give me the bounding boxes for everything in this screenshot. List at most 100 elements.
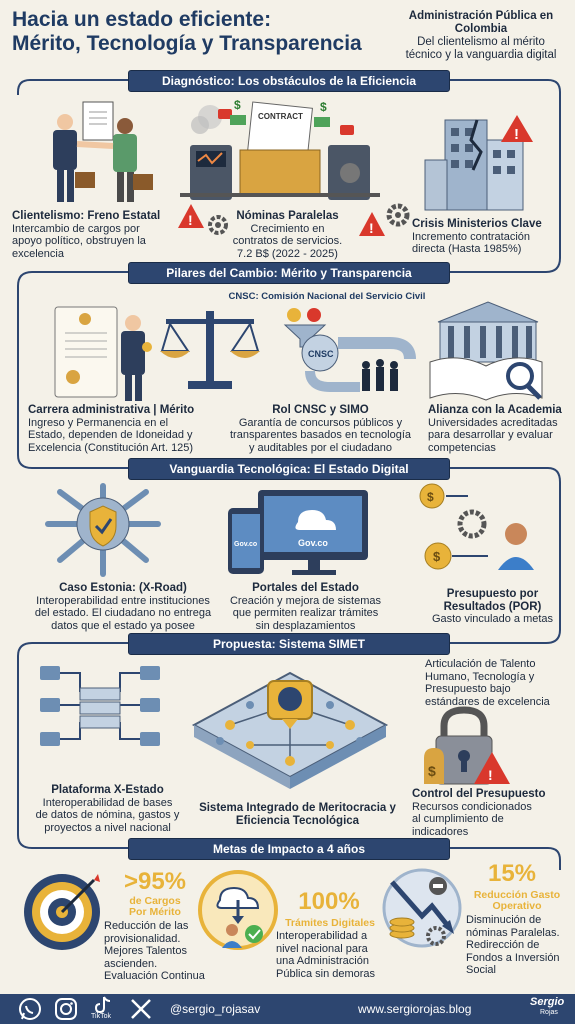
caption-title: Plataforma X-Estado — [51, 784, 164, 796]
caption-line: Articulación de Talento — [425, 658, 536, 670]
caption-line: competencias — [428, 441, 496, 454]
caption-title: Crisis Ministerios Clave — [412, 218, 542, 230]
caption-nominas: Nóminas Paralelas Crecimiento en contrat… — [205, 210, 370, 260]
warning-icon: ! — [178, 204, 204, 228]
section-band-propuesta: Propuesta: Sistema SIMET — [128, 633, 450, 655]
caption-estonia: Caso Estonia: (X-Road) Interoperabilidad… — [28, 582, 218, 632]
gov-label-monitor: Gov.co — [298, 538, 328, 548]
scale-of-justice-icon — [160, 311, 260, 389]
caption-line: 7.2 B$ (2022 - 2025) — [237, 247, 338, 260]
caption-portales: Portales del Estado Creación y mejora de… — [218, 582, 393, 632]
caption-line: Intercambio de cargos por — [12, 222, 140, 235]
caption-title: Sistema Integrado de Meritocracia y — [199, 802, 396, 814]
caption-line: al cumplimiento de — [412, 813, 504, 825]
gov-label-phone: Gov.co — [234, 541, 257, 548]
svg-text:$: $ — [320, 100, 327, 114]
gear-icon — [208, 215, 228, 235]
caption-line: Presupuesto bajo — [425, 683, 511, 695]
country-line-1: Administración Pública en — [408, 10, 554, 22]
caption-line: Interoperabilidad entre instituciones — [36, 594, 210, 607]
caption-sistema-integrado: Sistema Integrado de Meritocracia y Efic… — [195, 802, 400, 827]
caption-goal-tramites: Interoperabilidad a nivel nacional para … — [276, 930, 396, 980]
tiktok-label: TikTok — [91, 1013, 111, 1020]
caption-line: sin desplazamientos — [255, 619, 356, 632]
goal-label-line: Operativo — [492, 900, 542, 912]
tiktok-icon[interactable] — [94, 995, 114, 1014]
caption-line: Crecimiento en — [250, 222, 325, 235]
caption-title: Control del Presupuesto — [412, 788, 546, 800]
goal-label-line: Reducción Gasto — [473, 889, 561, 901]
svg-text:$: $ — [428, 763, 436, 779]
caption-line: Pública sin demoras — [276, 967, 376, 980]
caption-line: estándares de excelencia — [425, 695, 550, 708]
logo-top: Sergio — [530, 996, 565, 1008]
caption-line: Estado, dependen de Idoneidad y — [28, 429, 193, 441]
goal-value-tramites: 100% — [298, 888, 360, 915]
caption-line: Fondos a Inversión — [466, 951, 560, 964]
section-band-vanguardia: Vanguardia Tecnológica: El Estado Digita… — [128, 458, 450, 480]
server-interoperability-icon — [40, 666, 160, 746]
svg-text:!: ! — [188, 212, 193, 228]
x-twitter-icon[interactable] — [130, 998, 152, 1020]
caption-line: excelencia — [12, 247, 64, 260]
caption-line: Disminución de — [466, 914, 542, 926]
caption-line: indicadores — [412, 825, 469, 838]
header-subtitle: Administración Pública en Colombia Del c… — [392, 10, 570, 62]
cnsc-label: CNSC — [308, 349, 334, 359]
constitution-scroll-icon — [54, 306, 152, 401]
caption-crisis: Crisis Ministerios Clave Incremento cont… — [412, 218, 572, 256]
goal-label-line: de Cargos — [129, 895, 181, 907]
caption-title: Carrera administrativa | Mérito — [28, 404, 195, 416]
x-road-shield-hub-icon — [45, 483, 161, 577]
caption-line: Interoperabilidad a — [276, 930, 368, 942]
caption-line: contratos de servicios. — [232, 235, 343, 247]
footer-bar: TikTok @sergio_rojasav www.sergiorojas.b… — [0, 994, 575, 1024]
caption-line: directa (Hasta 1985%) — [412, 243, 522, 255]
caption-clientelismo: Clientelismo: Freno Estatal Intercambio … — [12, 210, 187, 260]
caption-rol-cnsc: Rol CNSC y SIMO Garantía de concursos pú… — [218, 404, 423, 454]
budget-padlock-icon: $ ! — [424, 706, 510, 785]
target-bullseye-icon — [24, 874, 100, 950]
warning-icon: ! — [359, 212, 385, 236]
goal-label-cargos: de Cargos Por Mérito — [110, 896, 200, 918]
academy-building-book-icon — [429, 301, 543, 401]
tagline-line-1: Del clientelismo al mérito — [417, 36, 545, 48]
caption-line: que permiten realizar trámites — [232, 607, 379, 619]
cnsc-banner: CNSC: Comisión Nacional del Servicio Civ… — [228, 291, 426, 302]
caption-line: Reducción de las — [104, 920, 189, 932]
payroll-machine-icon: CONTRACT $ $ — [180, 98, 380, 200]
caption-line: provisionalidad. — [104, 932, 181, 945]
whatsapp-icon[interactable] — [18, 997, 42, 1021]
cloud-download-user-icon — [198, 870, 278, 950]
social-handle[interactable]: @sergio_rojasav — [170, 1002, 261, 1016]
caption-line: Garantía de concursos públicos y — [238, 416, 403, 429]
caption-title: Portales del Estado — [252, 582, 359, 594]
caption-line: ascienden. — [104, 957, 158, 970]
caption-goal-cargos: Reducción de las provisionalidad. Mejore… — [104, 920, 219, 983]
caption-articulacion: Articulación de Talento Humano, Tecnolog… — [425, 658, 573, 708]
caption-line: Interoperabilidad de bases — [42, 796, 173, 809]
logo-bottom: Rojas — [540, 1009, 558, 1016]
caption-line: Universidades acreditadas — [428, 416, 558, 429]
section-band-diagnostico: Diagnóstico: Los obstáculos de la Eficie… — [128, 70, 450, 92]
caption-line: proyectos a nivel nacional — [44, 821, 171, 834]
country-line-2: Colombia — [454, 23, 508, 35]
svg-text:$: $ — [234, 98, 241, 112]
handshake-icon — [53, 101, 153, 202]
title-line-1: Hacia un estado eficiente: — [12, 8, 272, 31]
website-link[interactable]: www.sergiorojas.blog — [358, 1002, 472, 1016]
section-band-metas: Metas de Impacto a 4 años — [128, 838, 450, 860]
caption-line: Social — [466, 964, 496, 976]
gear-icon — [386, 203, 410, 227]
goal-value-cargos: >95% — [123, 868, 187, 895]
caption-line: Recursos condicionados — [412, 800, 532, 813]
svg-text:$: $ — [433, 549, 441, 564]
goal-label-tramites: Trámites Digitales — [285, 917, 375, 929]
caption-title: Clientelismo: Freno Estatal — [12, 210, 161, 222]
caption-line: del estado. El ciudadano no entrega — [34, 607, 212, 619]
caption-title: Rol CNSC y SIMO — [272, 404, 369, 416]
contract-label: CONTRACT — [258, 112, 303, 121]
caption-line: Mejores Talentos — [104, 945, 187, 957]
instagram-icon[interactable] — [54, 997, 78, 1021]
